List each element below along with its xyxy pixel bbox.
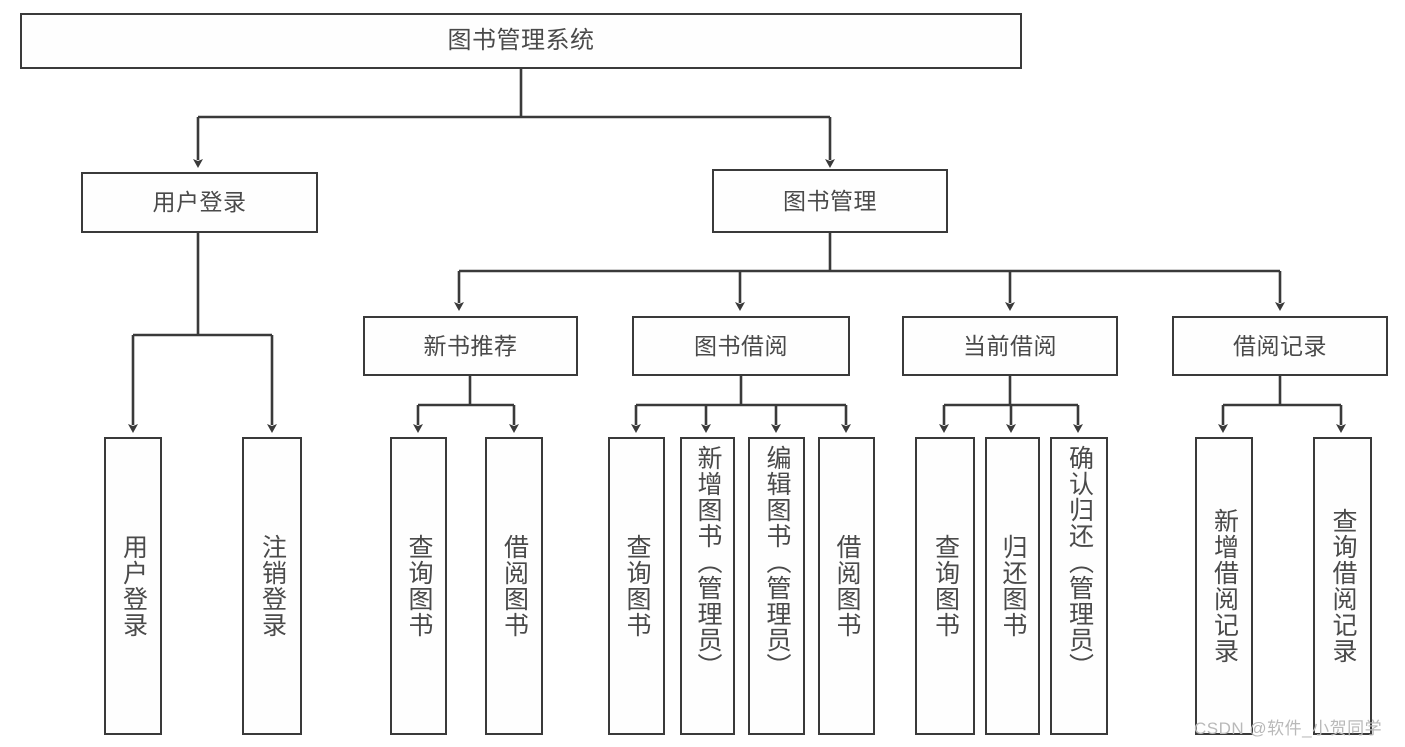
leaf-user-login[interactable]: 用户登录: [104, 437, 162, 735]
leaf-add-record[interactable]: 新增借阅记录: [1195, 437, 1253, 735]
leaf-return-book[interactable]: 归还图书: [985, 437, 1040, 735]
node-label: 新书推荐: [423, 332, 518, 359]
node-label: 图书管理: [783, 187, 877, 214]
node-root-system[interactable]: 图书管理系统: [20, 13, 1022, 69]
node-label: 图书借阅: [694, 332, 788, 359]
node-book-manage[interactable]: 图书管理: [712, 169, 948, 233]
node-label: 归还图书: [999, 534, 1027, 638]
leaf-query-book-1[interactable]: 查询图书: [390, 437, 447, 735]
node-label: 借阅图书: [500, 534, 529, 638]
csdn-watermark: CSDN @软件_小贺同学: [1194, 719, 1383, 738]
leaf-edit-book[interactable]: 编辑图书（管理员）: [748, 437, 805, 735]
node-label: 查询图书: [623, 534, 651, 638]
node-label: 图书管理系统: [447, 27, 595, 55]
node-label: 当前借阅: [963, 332, 1057, 359]
leaf-logout-login[interactable]: 注销登录: [242, 437, 302, 735]
node-new-book-recommend[interactable]: 新书推荐: [363, 316, 578, 376]
leaf-query-book-3[interactable]: 查询图书: [915, 437, 975, 735]
node-label: 借阅图书: [833, 534, 861, 638]
leaf-query-record[interactable]: 查询借阅记录: [1313, 437, 1372, 735]
node-label: 确认归还（管理员）: [1065, 445, 1094, 679]
node-book-borrow[interactable]: 图书借阅: [632, 316, 850, 376]
node-label: 用户登录: [152, 189, 247, 216]
node-label: 查询借阅记录: [1329, 508, 1357, 664]
leaf-borrow-book-1[interactable]: 借阅图书: [485, 437, 543, 735]
node-user-login[interactable]: 用户登录: [81, 172, 318, 233]
node-borrow-record[interactable]: 借阅记录: [1172, 316, 1388, 376]
leaf-query-book-2[interactable]: 查询图书: [608, 437, 665, 735]
leaf-borrow-book-2[interactable]: 借阅图书: [818, 437, 875, 735]
node-label: 查询图书: [931, 534, 960, 638]
leaf-confirm-return[interactable]: 确认归还（管理员）: [1050, 437, 1108, 735]
node-label: 编辑图书（管理员）: [763, 445, 791, 679]
node-label: 用户登录: [119, 534, 148, 638]
node-label: 查询图书: [405, 534, 433, 638]
leaf-add-book[interactable]: 新增图书（管理员）: [680, 437, 735, 735]
node-current-borrow[interactable]: 当前借阅: [902, 316, 1118, 376]
node-label: 新增借阅记录: [1210, 508, 1239, 664]
node-label: 注销登录: [258, 534, 287, 638]
node-label: 新增图书（管理员）: [694, 445, 722, 679]
node-label: 借阅记录: [1233, 332, 1327, 359]
